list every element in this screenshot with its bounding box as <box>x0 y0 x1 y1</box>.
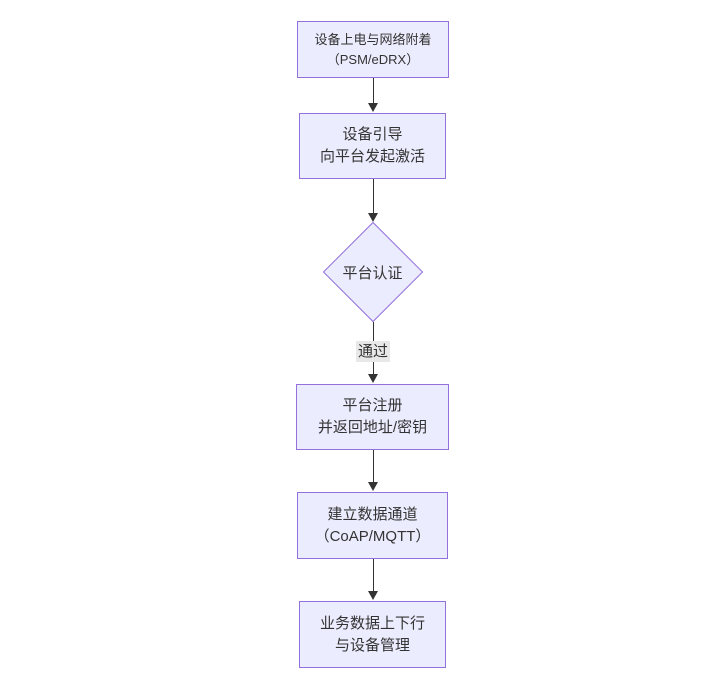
node-label-line: （CoAP/MQTT） <box>314 527 431 545</box>
arrow-down-icon <box>368 213 378 222</box>
edge-arrow-1 <box>368 78 378 112</box>
node-platform-auth: 平台认证 <box>322 221 423 323</box>
node-data-channel: 建立数据通道 （CoAP/MQTT） <box>297 492 448 559</box>
edge-arrow-2 <box>368 179 378 222</box>
node-label-line: 平台注册 <box>342 397 403 414</box>
node-label-line: 向平台发起激活 <box>319 148 425 165</box>
edge-arrow-4 <box>368 450 378 491</box>
node-label-line: 与设备管理 <box>334 636 410 654</box>
node-device-bootstrap: 设备引导 向平台发起激活 <box>299 113 446 179</box>
arrow-shaft <box>372 78 374 103</box>
node-label-line: 业务数据上下行 <box>319 614 425 632</box>
node-label-line: 平台认证 <box>342 264 403 282</box>
node-label-line: 设备上电与网络附着 <box>314 31 432 47</box>
arrow-shaft <box>372 559 374 591</box>
arrow-shaft <box>372 450 374 482</box>
arrow-down-icon <box>368 374 378 383</box>
arrow-down-icon <box>368 482 378 491</box>
node-label-line: 并返回地址/密钥 <box>317 419 428 436</box>
node-business-data: 业务数据上下行 与设备管理 <box>299 601 446 668</box>
edge-label-pass: 通过 <box>355 341 391 362</box>
edge-arrow-5 <box>368 559 378 600</box>
node-device-attach: 设备上电与网络附着 （PSM/eDRX） <box>297 21 449 78</box>
node-label-line: 设备引导 <box>342 126 403 143</box>
arrow-down-icon <box>368 103 378 112</box>
node-label-line: （PSM/eDRX） <box>326 51 420 67</box>
node-label-line: 建立数据通道 <box>327 505 418 523</box>
node-platform-register: 平台注册 并返回地址/密钥 <box>296 384 449 450</box>
arrow-shaft <box>372 179 374 213</box>
arrow-down-icon <box>368 591 378 600</box>
